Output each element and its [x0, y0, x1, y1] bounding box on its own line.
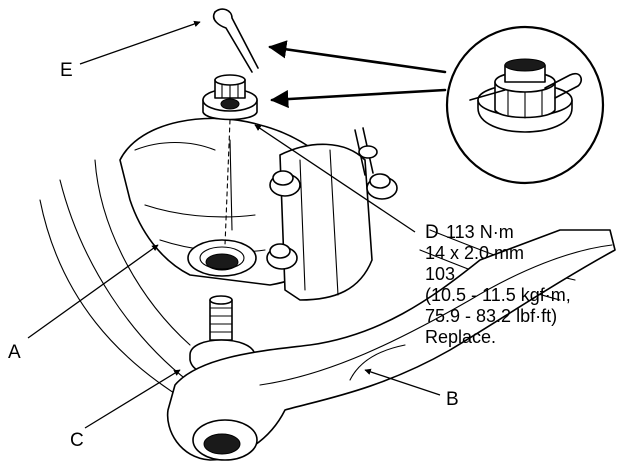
steering-knuckle: [119, 117, 398, 301]
leader-d: [254, 124, 416, 233]
leader-b: [364, 368, 441, 396]
assembly-axis: [224, 119, 231, 246]
detail-inset: [445, 25, 605, 185]
leader-e: [79, 20, 201, 65]
spec-line-2: 14 x 2.0 mm: [425, 243, 524, 263]
label-a: A: [8, 342, 21, 363]
label-c: C: [70, 430, 84, 451]
label-e: E: [60, 60, 73, 81]
spec-line-3: 103: [425, 264, 455, 284]
arrow-to-pin: [268, 40, 447, 74]
leader-a: [27, 244, 159, 339]
torque-spec: 113 N·m 14 x 2.0 mm 103 (10.5 - 11.5 kgf…: [425, 222, 571, 347]
castle-nut: [202, 74, 258, 121]
spec-line-1: 113 N·m: [446, 222, 514, 242]
label-b: B: [446, 389, 459, 410]
lower-control-arm: [166, 229, 616, 461]
label-d: D: [425, 222, 439, 243]
cotter-pin: [212, 8, 259, 73]
arrow-to-nut: [270, 88, 447, 109]
spec-line-5: 75.9 - 83.2 lbf·ft): [425, 306, 557, 326]
leader-c: [84, 369, 181, 429]
spec-line-6: Replace.: [425, 327, 496, 347]
spec-line-4: (10.5 - 11.5 kgf·m,: [425, 285, 571, 305]
